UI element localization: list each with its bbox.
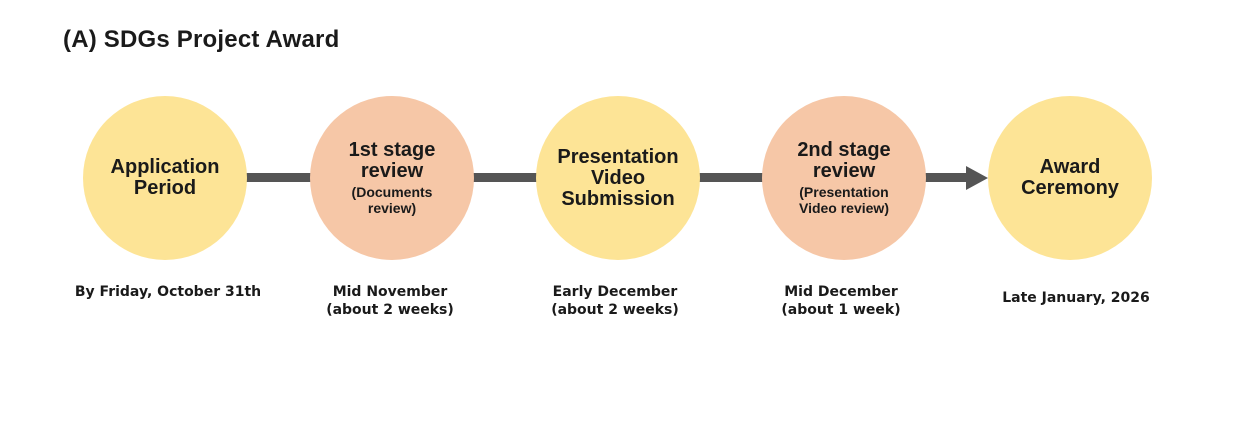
step-timing: Early December (about 2 weeks) [551,284,679,318]
step-timing: By Friday, October 31th [74,284,262,300]
page-title: (A) SDGs Project Award [63,26,340,53]
step-first-stage-review: 1st stage review (Documents review) [310,96,474,260]
step-second-stage-review: 2nd stage review (Presentation Video rev… [762,96,926,260]
step-label: 1st stage review [348,139,436,182]
step-sublabel: (Documents review) [351,184,433,216]
connector-line [922,173,968,182]
step-timing: Mid December (about 1 week) [781,284,901,318]
step-award-ceremony: Award Ceremony [988,96,1152,260]
step-timing: Mid November (about 2 weeks) [326,284,454,318]
connector-line [695,173,767,182]
step-label: Award Ceremony [1021,156,1119,199]
step-label: Presentation Video Submission [557,145,679,210]
connector-line [470,173,542,182]
step-presentation-video-submission: Presentation Video Submission [536,96,700,260]
step-label: 2nd stage review [797,139,891,182]
arrow-head-icon [966,166,988,190]
step-timing: Late January, 2026 [1002,290,1150,306]
step-label: Application Period [110,156,220,199]
step-sublabel: (Presentation Video review) [798,184,889,216]
connector-line [245,173,315,182]
step-application-period: Application Period [83,96,247,260]
